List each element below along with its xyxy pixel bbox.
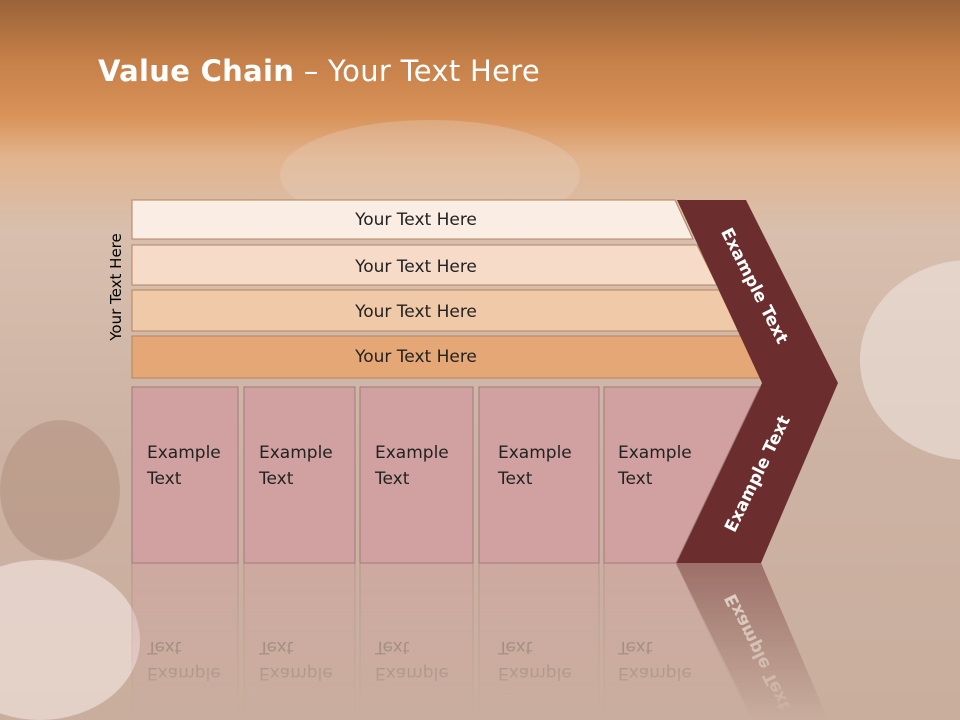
bar-1 [131, 199, 694, 240]
background-shape [0, 420, 120, 560]
cell-3 [359, 386, 474, 564]
chevron-top [677, 200, 838, 383]
reflection: Example Text Example Text Example Text E… [131, 562, 829, 720]
cell-2-line1: Example [259, 443, 333, 463]
bar-1-label: Your Text Here [354, 210, 477, 230]
reflection-cell-line1: Example [618, 663, 692, 683]
reflection-chevron [676, 563, 829, 720]
cell-2-line2: Text [258, 469, 294, 489]
bar-4-label: Your Text Here [354, 347, 477, 367]
reflection-cell [243, 562, 356, 720]
cell-5-line1: Example [618, 443, 692, 463]
cell-5-line2: Text [617, 469, 653, 489]
cell-3-line1: Example [375, 443, 449, 463]
reflection-cell-line1: Example [147, 663, 221, 683]
chevron-bottom [676, 383, 838, 563]
reflection-cell-line2: Text [497, 637, 533, 657]
title-bold: Value Chain [98, 54, 295, 88]
reflection-cell-line1: Example [498, 663, 572, 683]
cell-4 [478, 386, 600, 564]
cell-1 [131, 386, 239, 564]
page-title: Value Chain – Your Text Here [98, 54, 540, 88]
cell-3-line2: Text [374, 469, 410, 489]
cell-4-line1: Example [498, 443, 572, 463]
cell-5 [603, 386, 761, 564]
reflection-cell-line2: Text [374, 637, 410, 657]
reflection-cell-line2: Text [146, 637, 182, 657]
reflection-cell [478, 562, 600, 720]
cell-1-line2: Text [146, 469, 182, 489]
cell-4-line2: Text [497, 469, 533, 489]
reflection-cell [359, 562, 474, 720]
cell-1-line1: Example [147, 443, 221, 463]
title-rest: – Your Text Here [294, 54, 540, 88]
bar-2-label: Your Text Here [354, 257, 477, 277]
reflection-cell-line1: Example [375, 663, 449, 683]
reflection-cell-line1: Example [259, 663, 333, 683]
cell-2 [243, 386, 356, 564]
reflection-cell-line2: Text [258, 637, 294, 657]
reflection-cell-line2: Text [617, 637, 653, 657]
bar-3-label: Your Text Here [354, 302, 477, 322]
